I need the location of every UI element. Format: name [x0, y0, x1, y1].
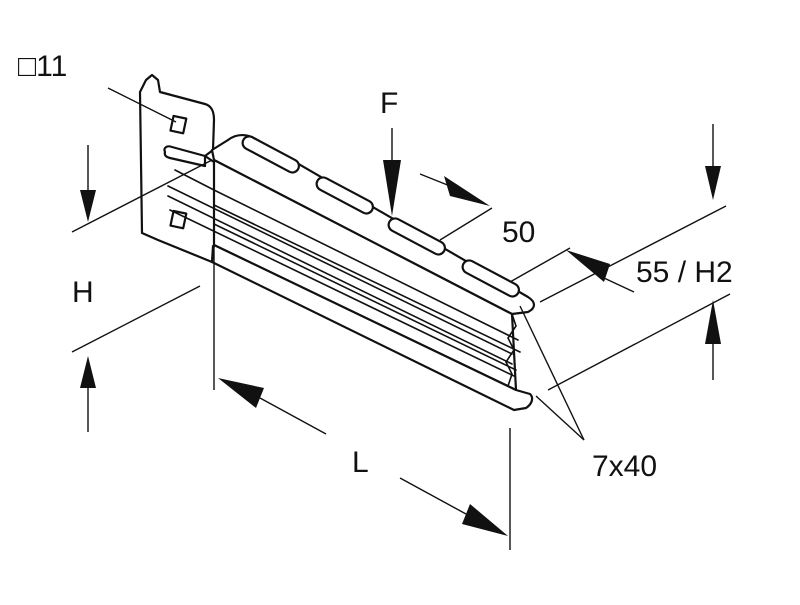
rib-line-5	[174, 169, 215, 191]
l-dim-line-right	[399, 477, 467, 515]
l-arrow-left	[218, 378, 264, 408]
rib-line-7	[213, 204, 521, 353]
h2-arrow-bottom	[705, 300, 721, 344]
force-arrow	[383, 160, 401, 216]
h-extension-top	[71, 159, 213, 233]
wall-plate	[138, 73, 218, 264]
flange-slot-1	[241, 135, 300, 174]
width-arrow-left	[444, 176, 490, 206]
width-extension-left	[439, 207, 493, 241]
slot-leader-2	[535, 395, 585, 441]
rib-line-2	[167, 195, 513, 365]
rib-line-4	[213, 223, 517, 371]
flange-slot-4	[461, 259, 520, 298]
bracket-drawing	[138, 73, 536, 412]
top-flange	[210, 133, 536, 316]
rib-line-3	[169, 209, 515, 377]
plate-slot	[163, 145, 207, 168]
width-extension-right	[509, 247, 571, 283]
slot-leader-1	[519, 305, 585, 441]
width-label: 50	[502, 216, 535, 249]
h-arrow-top	[80, 190, 96, 222]
h2-extension-top	[539, 205, 727, 303]
width-dim-right	[603, 277, 635, 293]
slots-label: 7x40	[592, 450, 657, 483]
flange-slot-3	[387, 217, 446, 256]
hole-size-label: □11	[18, 50, 67, 83]
h2-extension-bottom	[547, 293, 731, 391]
height-right-label: 55 / H2	[636, 256, 733, 289]
h-arrow-bottom	[80, 356, 96, 388]
force-label: F	[380, 87, 398, 120]
l-arrow-right	[462, 504, 508, 536]
width-arrow-right	[566, 250, 610, 282]
length-label: L	[352, 446, 369, 479]
end-profile	[505, 313, 517, 391]
dimension-lines	[71, 87, 731, 550]
width-dim-left	[419, 173, 451, 187]
h-extension-bottom	[71, 285, 201, 353]
flange-slot-2	[315, 176, 374, 215]
rib-line-1	[167, 185, 513, 355]
height-left-label: H	[72, 276, 94, 309]
l-dim-line-left	[259, 397, 327, 435]
hole-leader-line	[107, 87, 177, 123]
h2-arrow-top	[705, 166, 721, 200]
square-hole-top	[169, 114, 188, 135]
dimension-labels: □11 F 50 55 / H2 H L 7x40	[18, 50, 733, 483]
bottom-lip	[210, 243, 534, 412]
rib-line-6	[213, 189, 519, 341]
